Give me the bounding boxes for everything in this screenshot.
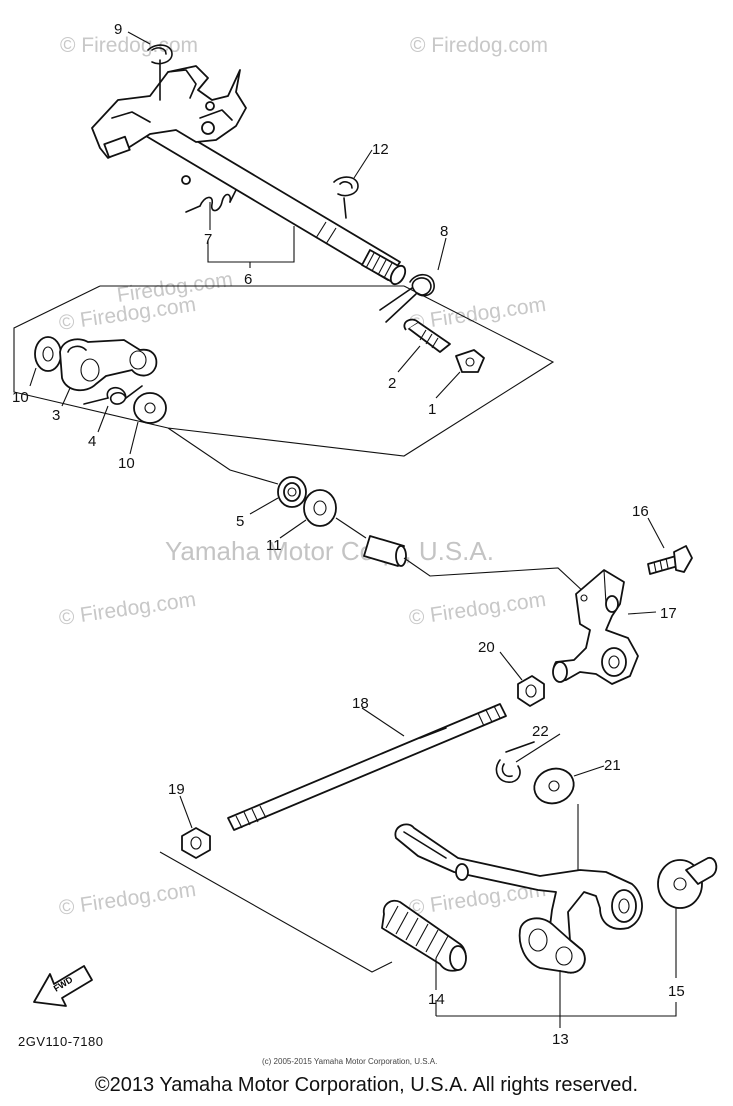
small-copyright-notice: (c) 2005-2015 Yamaha Motor Corporation, … — [262, 1057, 437, 1066]
watermark-firedog: © Firedog.com — [57, 878, 197, 920]
callout-20: 20 — [478, 639, 495, 656]
washer-21 — [533, 767, 575, 805]
shift-rod-18 — [227, 703, 507, 831]
callout-21: 21 — [604, 757, 621, 774]
watermark-firedog: © Firedog.com — [410, 34, 548, 57]
callout-16: 16 — [632, 503, 649, 520]
callout-7: 7 — [204, 231, 212, 248]
washer-10-left — [34, 336, 62, 372]
callout-22: 22 — [532, 723, 549, 740]
callout-10-left: 10 — [12, 389, 29, 406]
circlip-22 — [495, 741, 535, 783]
rod-end-15 — [657, 857, 718, 909]
watermark-firedog: © Firedog.com — [57, 588, 197, 630]
callout-11: 11 — [266, 537, 282, 554]
shift-arm-17 — [552, 569, 639, 685]
center-line — [403, 557, 587, 595]
callout-17: 17 — [660, 605, 677, 622]
oil-seal-5 — [277, 476, 307, 508]
watermark-firedog: © Firedog.com — [60, 34, 198, 57]
callout-9: 9 — [114, 21, 122, 38]
shaft-collar — [363, 535, 407, 567]
callout-6: 6 — [244, 271, 252, 288]
stopper-lever-3 — [59, 338, 158, 392]
subassembly-outline — [13, 285, 555, 485]
washer-10-right — [133, 392, 167, 424]
spring-8 — [379, 273, 435, 323]
washer-11 — [303, 489, 337, 527]
callout-4: 4 — [88, 433, 96, 450]
watermark-yamaha: Yamaha Motor Corp., U.S.A. — [165, 536, 494, 566]
callouts: 9 12 8 7 6 2 1 10 3 4 10 5 11 16 17 20 1… — [12, 21, 685, 1048]
callout-18: 18 — [352, 695, 369, 712]
nut-20 — [517, 675, 545, 707]
forward-arrow: FWD — [33, 965, 93, 1007]
callout-15: 15 — [668, 983, 685, 1000]
callout-12: 12 — [372, 141, 389, 158]
callout-10-right: 10 — [118, 455, 135, 472]
callout-1: 1 — [428, 401, 436, 418]
circlip-12 — [333, 176, 359, 219]
callout-19: 19 — [168, 781, 185, 798]
leader-lines — [29, 31, 677, 1028]
callout-5: 5 — [236, 513, 244, 530]
callout-2: 2 — [388, 375, 396, 392]
callout-8: 8 — [440, 223, 448, 240]
nut-19 — [181, 827, 211, 859]
circlip-9 — [147, 44, 173, 101]
callout-3: 3 — [52, 407, 60, 424]
watermark-firedog: © Firedog.com — [407, 588, 547, 630]
shift-shaft-assembly — [91, 65, 407, 286]
bolt-2 — [403, 318, 451, 353]
spring-4 — [83, 385, 143, 405]
diagram-code: 2GV110-7180 — [18, 1034, 104, 1049]
pedal-rubber-14 — [381, 899, 467, 972]
callout-14: 14 — [428, 991, 445, 1008]
lock-plate-1 — [455, 349, 485, 373]
callout-13: 13 — [552, 1031, 569, 1048]
copyright-footer: ©2013 Yamaha Motor Corporation, U.S.A. A… — [94, 1074, 639, 1096]
bolt-16 — [647, 545, 693, 575]
shift-pedal-13 — [394, 823, 643, 974]
